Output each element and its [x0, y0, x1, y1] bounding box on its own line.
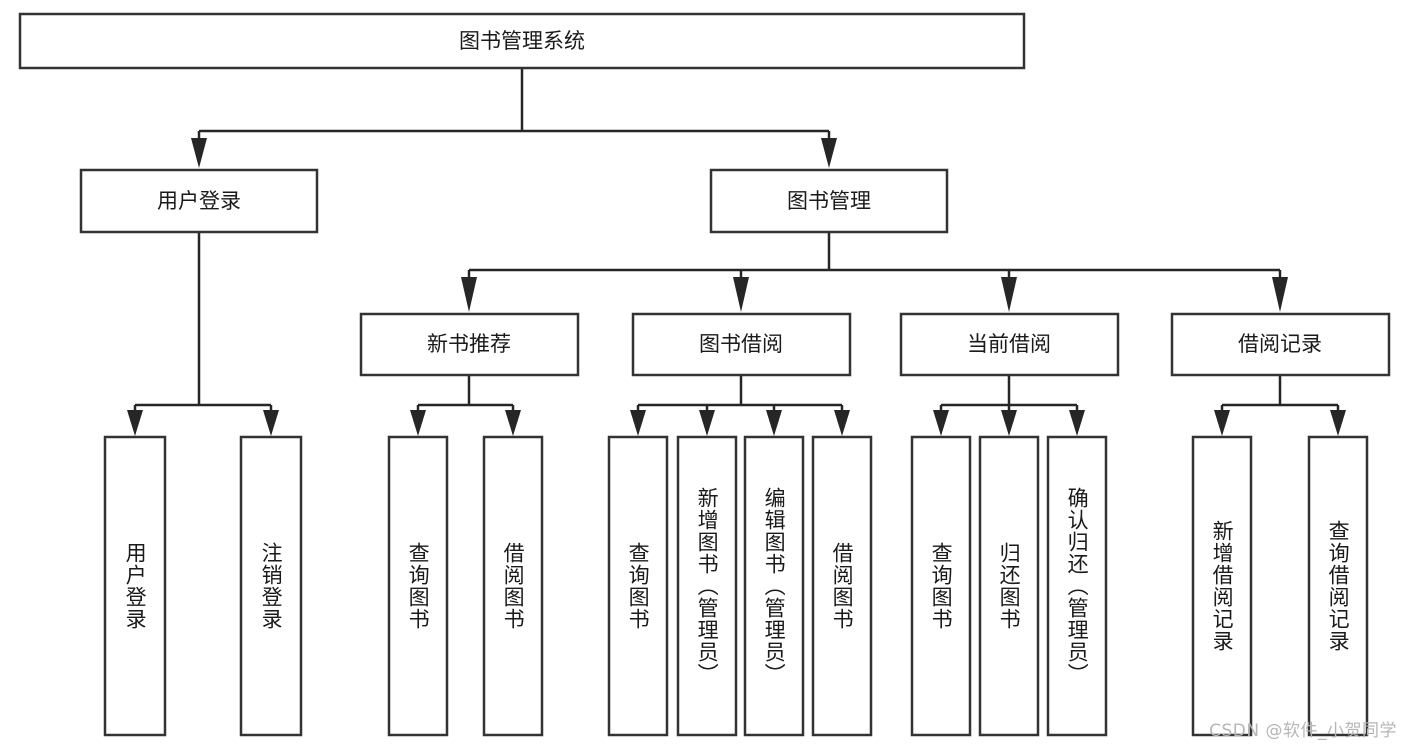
- node-root-label: 图书管理系统: [459, 29, 585, 53]
- node-new-book-rec-label: 新书推荐: [427, 332, 511, 356]
- arrow-head-new-book-rec: [461, 277, 477, 312]
- node-leaf-edit-book-box[interactable]: [743, 435, 805, 737]
- node-leaf-borrow-book-1-box[interactable]: [482, 435, 544, 737]
- csdn-watermark: CSDN @软件_小贺同学: [1209, 721, 1397, 741]
- node-borrow-record-label: 借阅记录: [1238, 332, 1322, 356]
- connector-group-current-borrow: [933, 375, 1085, 436]
- connector-group-book-manage: [461, 232, 1288, 312]
- connector-group-new-book-rec: [410, 375, 521, 436]
- node-borrow-record[interactable]: 借阅记录: [1170, 312, 1391, 377]
- node-book-manage-box[interactable]: [709, 168, 949, 234]
- node-new-book-rec-box[interactable]: [359, 312, 580, 377]
- connector-group-root: [191, 68, 837, 168]
- arrow-head-leaf-query-book-2: [630, 410, 646, 436]
- node-user-login-box[interactable]: [79, 168, 319, 234]
- node-leaf-query-record-box[interactable]: [1307, 435, 1369, 737]
- arrow-head-leaf-logout: [263, 410, 279, 436]
- node-leaf-user-login-box[interactable]: [103, 435, 167, 737]
- node-root-box[interactable]: [18, 12, 1026, 70]
- arrow-head-leaf-confirm-return: [1069, 410, 1085, 436]
- connector-group-user-login: [127, 232, 279, 436]
- node-leaf-query-book-3-box[interactable]: [910, 435, 972, 737]
- node-leaf-add-book-box[interactable]: [676, 435, 738, 737]
- node-current-borrow-label: 当前借阅: [967, 332, 1051, 356]
- arrow-head-book-manage: [821, 138, 837, 168]
- arrow-head-leaf-query-record: [1330, 410, 1346, 436]
- node-leaf-add-record-box[interactable]: [1191, 435, 1253, 737]
- arrow-head-borrow-record: [1272, 277, 1288, 312]
- node-current-borrow-box[interactable]: [899, 312, 1120, 377]
- arrow-head-leaf-add-record: [1214, 410, 1230, 436]
- node-root[interactable]: 图书管理系统: [18, 12, 1026, 70]
- arrow-head-book-borrow: [733, 277, 749, 312]
- node-leaf-return-book-box[interactable]: [978, 435, 1040, 737]
- arrow-head-leaf-query-book-3: [933, 410, 949, 436]
- node-book-manage-label: 图书管理: [787, 189, 871, 213]
- node-leaf-borrow-book-2-box[interactable]: [811, 435, 873, 737]
- node-leaf-query-book-1-box[interactable]: [387, 435, 449, 737]
- node-new-book-rec[interactable]: 新书推荐: [359, 312, 580, 377]
- arrow-head-leaf-return-book: [1001, 410, 1017, 436]
- node-leaf-confirm-return-box[interactable]: [1046, 435, 1108, 737]
- node-user-login-label: 用户登录: [157, 189, 241, 213]
- node-current-borrow[interactable]: 当前借阅: [899, 312, 1120, 377]
- arrow-head-leaf-edit-book: [766, 410, 782, 436]
- arrow-head-leaf-user-login: [127, 410, 143, 436]
- node-user-login[interactable]: 用户登录: [79, 168, 319, 234]
- node-leaf-query-book-2-box[interactable]: [607, 435, 669, 737]
- arrow-head-leaf-borrow-book-1: [505, 410, 521, 436]
- connector-group-book-borrow: [630, 375, 850, 436]
- arrow-head-leaf-add-book: [699, 410, 715, 436]
- node-book-borrow[interactable]: 图书借阅: [631, 312, 852, 377]
- node-leaf-logout-box[interactable]: [239, 435, 303, 737]
- node-borrow-record-box[interactable]: [1170, 312, 1391, 377]
- node-book-borrow-label: 图书借阅: [699, 332, 783, 356]
- arrow-head-current-borrow: [1001, 277, 1017, 312]
- arrow-head-user-login: [191, 138, 207, 168]
- arrow-head-leaf-query-book-1: [410, 410, 426, 436]
- arrow-head-leaf-borrow-book-2: [834, 410, 850, 436]
- node-book-manage[interactable]: 图书管理: [709, 168, 949, 234]
- node-book-borrow-box[interactable]: [631, 312, 852, 377]
- connector-group-borrow-record: [1214, 375, 1346, 436]
